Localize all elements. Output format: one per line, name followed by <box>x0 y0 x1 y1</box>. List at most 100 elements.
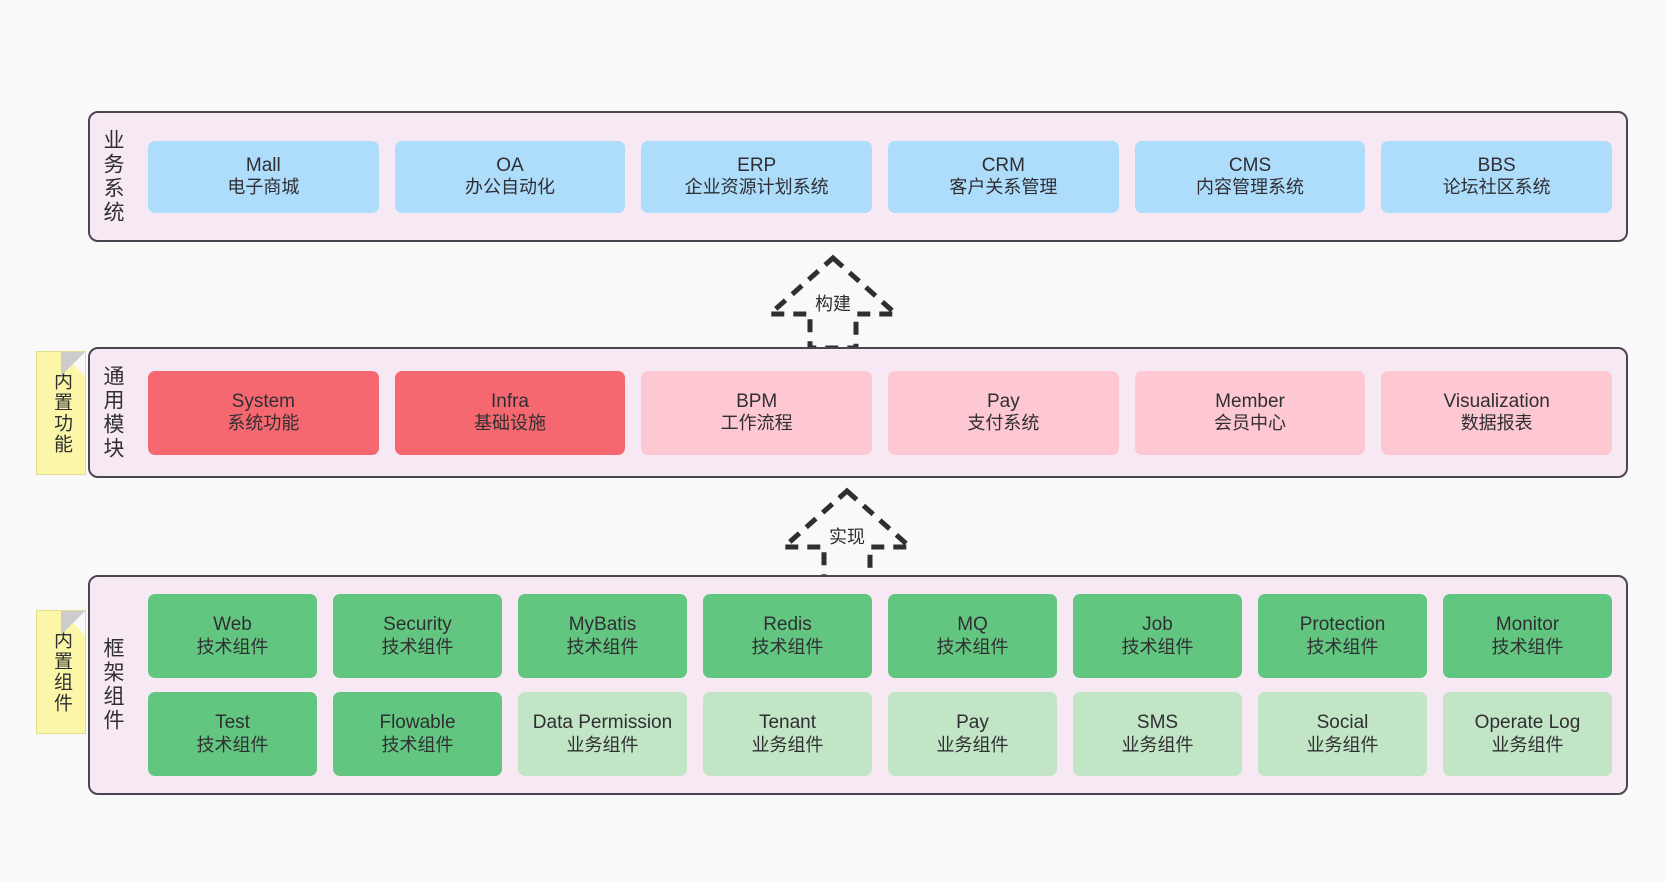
card-mq[interactable]: MQ 技术组件 <box>888 594 1057 678</box>
card-subtitle: 业务组件 <box>1121 734 1194 755</box>
card-subtitle: 业务组件 <box>566 734 639 755</box>
card-title: CRM <box>981 154 1025 176</box>
row: Mall 电子商城 OA 办公自动化 ERP 企业资源计划系统 CRM 客户关系… <box>148 140 1613 213</box>
card-subtitle: 电子商城 <box>227 177 300 198</box>
card-title: Protection <box>1299 614 1386 636</box>
card-title: Tenant <box>758 712 817 734</box>
card-title: Member <box>1215 390 1285 412</box>
card-title: ERP <box>737 154 777 176</box>
card-mall[interactable]: Mall 电子商城 <box>148 140 379 213</box>
card-infra[interactable]: Infra 基础设施 <box>394 370 626 455</box>
card-pay-component[interactable]: Pay 业务组件 <box>888 692 1057 776</box>
card-subtitle: 数据报表 <box>1460 413 1533 434</box>
card-subtitle: 系统功能 <box>227 413 300 434</box>
card-subtitle: 业务组件 <box>751 734 824 755</box>
card-title: Test <box>215 712 250 734</box>
card-title: Social <box>1316 712 1369 734</box>
card-system[interactable]: System 系统功能 <box>148 370 379 455</box>
card-subtitle: 业务组件 <box>1491 734 1564 755</box>
card-pay[interactable]: Pay 支付系统 <box>888 370 1119 455</box>
card-sms[interactable]: SMS 业务组件 <box>1073 692 1242 776</box>
card-mybatis[interactable]: MyBatis 技术组件 <box>518 594 687 678</box>
layer-business-systems: 业务系统 Mall 电子商城 OA 办公自动化 ERP 企业资源计划系统 CRM… <box>88 111 1628 242</box>
card-title: MQ <box>957 614 988 636</box>
card-test[interactable]: Test 技术组件 <box>148 692 317 776</box>
card-oa[interactable]: OA 办公自动化 <box>394 140 626 213</box>
card-subtitle: 业务组件 <box>936 734 1009 755</box>
card-title: Infra <box>490 390 530 412</box>
card-subtitle: 技术组件 <box>381 734 454 755</box>
card-subtitle: 基础设施 <box>474 413 546 434</box>
card-title: Operate Log <box>1474 712 1581 734</box>
card-social[interactable]: Social 业务组件 <box>1258 692 1427 776</box>
card-subtitle: 技术组件 <box>1306 636 1379 657</box>
card-tenant[interactable]: Tenant 业务组件 <box>703 692 872 776</box>
card-flowable[interactable]: Flowable 技术组件 <box>333 692 502 776</box>
card-title: CMS <box>1228 154 1272 176</box>
card-cms[interactable]: CMS 内容管理系统 <box>1134 140 1366 213</box>
card-title: Security <box>383 614 452 636</box>
card-erp[interactable]: ERP 企业资源计划系统 <box>641 140 873 213</box>
layer-body-business-systems: Mall 电子商城 OA 办公自动化 ERP 企业资源计划系统 CRM 客户关系… <box>134 113 1626 240</box>
layer-title-common-modules: 通用模块 <box>101 364 125 461</box>
card-crm[interactable]: CRM 客户关系管理 <box>888 140 1119 213</box>
layer-body-framework-components: Web 技术组件 Security 技术组件 MyBatis 技术组件 Redi… <box>134 577 1626 793</box>
card-title: BPM <box>736 390 778 412</box>
card-job[interactable]: Job 技术组件 <box>1073 594 1242 678</box>
card-title: Job <box>1142 614 1173 636</box>
card-subtitle: 会员中心 <box>1214 413 1287 434</box>
sticky-note-label: 内置功能 <box>50 371 72 455</box>
card-member[interactable]: Member 会员中心 <box>1134 370 1366 455</box>
card-title: BBS <box>1477 154 1516 176</box>
card-title: Visualization <box>1443 390 1550 412</box>
card-title: Web <box>213 614 252 636</box>
card-subtitle: 办公自动化 <box>465 177 555 198</box>
card-security[interactable]: Security 技术组件 <box>333 594 502 678</box>
card-subtitle: 技术组件 <box>196 636 269 657</box>
card-subtitle: 技术组件 <box>751 636 824 657</box>
card-subtitle: 工作流程 <box>720 413 793 434</box>
card-subtitle: 技术组件 <box>1121 636 1194 657</box>
card-subtitle: 技术组件 <box>381 636 454 657</box>
card-protection[interactable]: Protection 技术组件 <box>1258 594 1427 678</box>
card-subtitle: 技术组件 <box>936 636 1009 657</box>
arrow-implement: 实现 <box>772 485 922 585</box>
layer-title-framework-components: 框架组件 <box>101 637 125 733</box>
card-visualization[interactable]: Visualization 数据报表 <box>1381 370 1613 455</box>
arrow-build-label: 构建 <box>815 294 851 314</box>
card-subtitle: 论坛社区系统 <box>1442 177 1551 198</box>
card-title: Mall <box>245 154 281 176</box>
card-web[interactable]: Web 技术组件 <box>148 594 317 678</box>
card-data-permission[interactable]: Data Permission 业务组件 <box>518 692 687 776</box>
card-subtitle: 客户关系管理 <box>949 177 1058 198</box>
sticky-note-label: 内置组件 <box>50 630 72 714</box>
card-redis[interactable]: Redis 技术组件 <box>703 594 872 678</box>
card-title: OA <box>496 154 524 176</box>
card-subtitle: 企业资源计划系统 <box>684 177 829 198</box>
card-subtitle: 支付系统 <box>967 413 1040 434</box>
layer-common-modules: 通用模块 System 系统功能 Infra 基础设施 BPM 工作流程 Pay… <box>88 347 1628 478</box>
card-title: Data Permission <box>532 712 673 734</box>
card-operate-log[interactable]: Operate Log 业务组件 <box>1443 692 1612 776</box>
card-subtitle: 业务组件 <box>1306 734 1379 755</box>
card-bbs[interactable]: BBS 论坛社区系统 <box>1381 140 1613 213</box>
sticky-fold-icon <box>61 352 85 376</box>
card-subtitle: 内容管理系统 <box>1196 177 1305 198</box>
card-subtitle: 技术组件 <box>1491 636 1564 657</box>
card-title: System <box>231 390 296 412</box>
row: System 系统功能 Infra 基础设施 BPM 工作流程 Pay 支付系统… <box>148 370 1613 455</box>
row: Test 技术组件 Flowable 技术组件 Data Permission … <box>148 692 1612 776</box>
card-title: MyBatis <box>568 614 637 636</box>
card-title: Pay <box>956 712 989 734</box>
arrow-implement-label: 实现 <box>829 527 865 547</box>
layer-framework-components: 框架组件 Web 技术组件 Security 技术组件 MyBatis 技术组件… <box>88 575 1628 795</box>
card-monitor[interactable]: Monitor 技术组件 <box>1443 594 1612 678</box>
layer-body-common-modules: System 系统功能 Infra 基础设施 BPM 工作流程 Pay 支付系统… <box>134 349 1626 476</box>
sticky-fold-icon <box>61 611 85 635</box>
card-bpm[interactable]: BPM 工作流程 <box>641 370 873 455</box>
card-title: Pay <box>986 390 1020 412</box>
card-title: Flowable <box>379 712 456 734</box>
card-subtitle: 技术组件 <box>196 734 269 755</box>
sticky-note-builtin-components: 内置组件 <box>36 610 86 734</box>
